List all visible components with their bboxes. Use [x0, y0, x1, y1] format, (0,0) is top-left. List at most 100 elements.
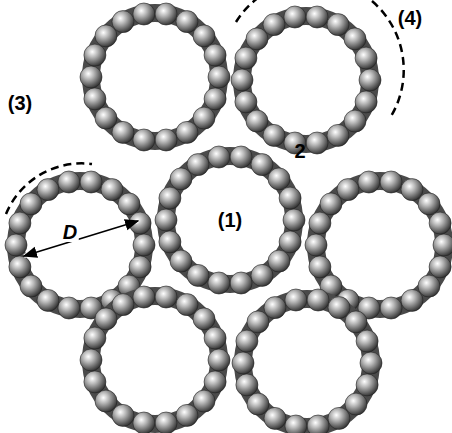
callout-number: (4) [398, 8, 422, 28]
sphere [247, 393, 269, 415]
sphere [284, 6, 306, 28]
sphere [306, 6, 328, 28]
sphere [133, 3, 155, 25]
sphere [58, 297, 80, 319]
sphere [251, 264, 273, 286]
sphere [283, 209, 305, 231]
sphere [101, 179, 123, 201]
sphere [133, 234, 155, 256]
sphere [401, 289, 423, 311]
dashed-arc [6, 163, 92, 214]
sphere [133, 286, 155, 308]
sphere [433, 234, 452, 256]
sphere [187, 154, 209, 176]
sphere [159, 187, 181, 209]
ring-band [242, 16, 370, 144]
sphere [263, 14, 285, 36]
sphere [204, 44, 226, 66]
ring-band [243, 299, 371, 427]
sphere [327, 124, 349, 146]
sphere [155, 412, 177, 433]
sphere [176, 11, 198, 33]
sphere [231, 69, 253, 91]
sphere [208, 66, 230, 88]
sphere [95, 25, 117, 47]
sphere [193, 25, 215, 47]
sphere [268, 250, 290, 272]
dimension-label: D [61, 222, 79, 242]
sphere [418, 193, 440, 215]
sphere [358, 171, 380, 193]
sphere [309, 212, 331, 234]
sphere [279, 231, 301, 253]
sphere [356, 374, 378, 396]
sphere [246, 28, 268, 50]
sphere [380, 171, 402, 193]
sphere [20, 275, 42, 297]
sphere [320, 193, 342, 215]
sphere [355, 91, 377, 113]
sphere [193, 308, 215, 330]
sphere [155, 209, 177, 231]
sphere [187, 264, 209, 286]
ring-band [316, 181, 444, 309]
dimension-halo [24, 221, 138, 256]
sphere [204, 327, 226, 349]
sphere [80, 171, 102, 193]
sphere [306, 132, 328, 154]
sphere [285, 415, 307, 433]
sphere [246, 110, 268, 132]
sphere [208, 146, 230, 168]
sphere [285, 289, 307, 311]
sphere [176, 404, 198, 426]
sphere [84, 44, 106, 66]
dashed-arc [236, 0, 404, 118]
sphere [84, 327, 106, 349]
sphere [309, 256, 331, 278]
ring-band [166, 156, 294, 284]
sphere [176, 121, 198, 143]
sphere [360, 352, 382, 374]
sphere [112, 11, 134, 33]
ring-band [91, 296, 219, 424]
sphere [159, 231, 181, 253]
sphere [112, 404, 134, 426]
sphere [345, 311, 367, 333]
part-number: (1) [218, 210, 242, 230]
junction-number: 2 [294, 141, 305, 161]
sphere [429, 256, 451, 278]
sphere [279, 187, 301, 209]
sphere [193, 390, 215, 412]
ring-band [91, 13, 219, 141]
sphere [155, 3, 177, 25]
sphere [208, 349, 230, 371]
sphere [20, 193, 42, 215]
sphere [429, 212, 451, 234]
sphere [112, 121, 134, 143]
ring-node: (1) [174, 164, 286, 276]
callout-number: (3) [8, 93, 32, 113]
sphere [380, 297, 402, 319]
sphere [37, 289, 59, 311]
sphere [401, 179, 423, 201]
sphere [37, 179, 59, 201]
sphere [328, 297, 350, 319]
sphere [133, 129, 155, 151]
sphere [133, 412, 155, 433]
dimension-arrow [24, 221, 138, 256]
sphere [305, 234, 327, 256]
sphere [236, 374, 258, 396]
sphere [80, 349, 102, 371]
sphere [118, 193, 140, 215]
sphere [356, 330, 378, 352]
sphere [263, 124, 285, 146]
sphere [9, 256, 31, 278]
sphere [344, 28, 366, 50]
sphere [264, 297, 286, 319]
sphere [247, 311, 269, 333]
sphere [264, 407, 286, 429]
sphere [327, 14, 349, 36]
sphere [307, 415, 329, 433]
sphere [129, 256, 151, 278]
